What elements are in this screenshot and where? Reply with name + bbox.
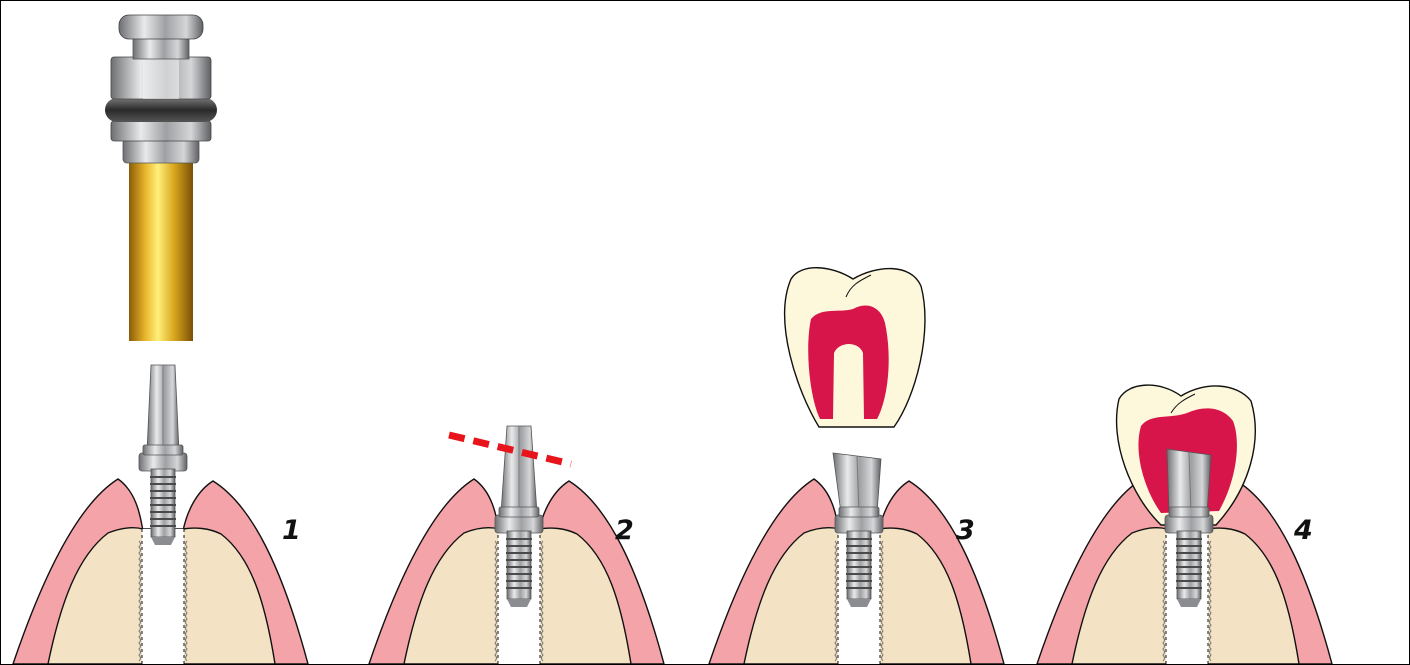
step-2-label: 2: [615, 517, 634, 544]
step-4-group: [1037, 385, 1332, 664]
step-1-label: 1: [282, 517, 301, 544]
step-3-label: 3: [956, 517, 975, 544]
step-3-group: [709, 268, 1004, 664]
step-3-crown: [785, 268, 925, 427]
step-4-label: 4: [1294, 517, 1313, 544]
step-1-group: [13, 15, 308, 664]
step-1-abutment: [139, 365, 187, 545]
step-1-transfer-coping: [105, 15, 217, 341]
